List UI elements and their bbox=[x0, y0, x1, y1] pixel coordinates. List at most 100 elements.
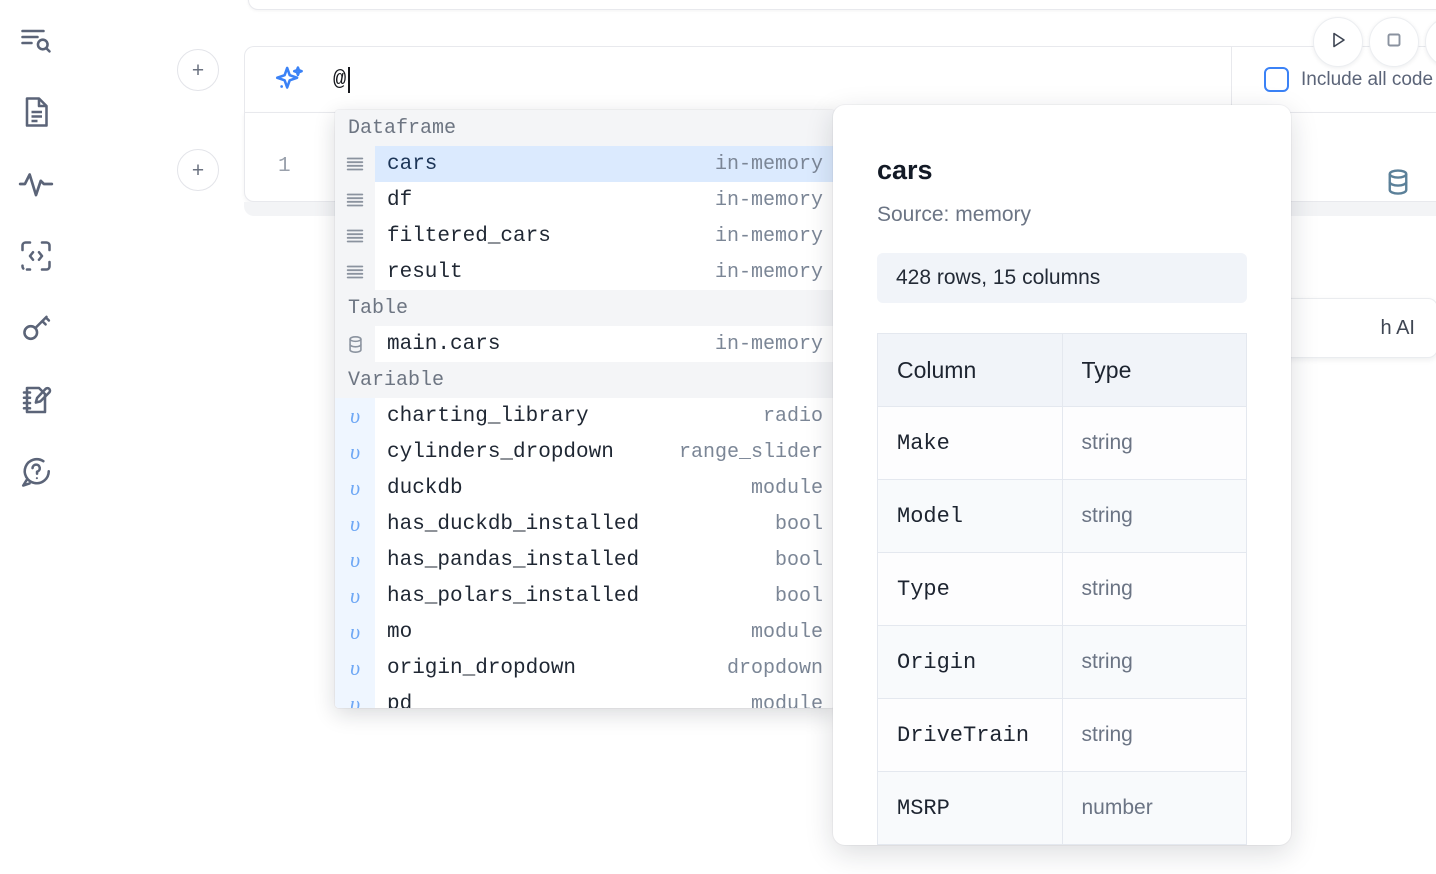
autocomplete-item[interactable]: df in-memory bbox=[335, 182, 835, 218]
autocomplete-item-gutter: υ bbox=[335, 650, 375, 686]
autocomplete-item-kind: module bbox=[750, 692, 823, 709]
table-cell-type: string bbox=[1061, 552, 1247, 626]
scratchpad-edit-icon bbox=[18, 382, 54, 418]
autocomplete-item[interactable]: υ pd module bbox=[335, 686, 835, 708]
plus-icon: + bbox=[191, 158, 205, 182]
outline-search-icon bbox=[18, 22, 54, 58]
autocomplete-item-name: pd bbox=[387, 692, 413, 709]
autocomplete-item-kind: range_slider bbox=[678, 440, 823, 464]
autocomplete-item[interactable]: filtered_cars in-memory bbox=[335, 218, 835, 254]
sidebar-item-files[interactable] bbox=[12, 88, 60, 136]
table-cell-column: DriveTrain bbox=[877, 698, 1063, 772]
table-cell-column: Make bbox=[877, 406, 1063, 480]
sidebar-item-secrets[interactable] bbox=[12, 304, 60, 352]
autocomplete-item-gutter: υ bbox=[335, 578, 375, 614]
sidebar bbox=[0, 0, 72, 874]
stop-button[interactable] bbox=[1369, 17, 1419, 67]
ai-prompt-input[interactable]: @ bbox=[333, 47, 1231, 112]
code-snippet-icon bbox=[18, 238, 54, 274]
add-cell-button-below[interactable]: + bbox=[177, 149, 219, 191]
sidebar-item-dependency-graph[interactable] bbox=[12, 160, 60, 208]
doc-source: Source: memory bbox=[877, 203, 1032, 226]
table-cell-column: Model bbox=[877, 479, 1063, 553]
autocomplete-item-gutter: υ bbox=[335, 398, 375, 434]
autocomplete-item[interactable]: υ charting_library radio bbox=[335, 398, 835, 434]
file-text-icon bbox=[18, 94, 54, 130]
autocomplete-item-name: mo bbox=[387, 620, 413, 644]
autocomplete-item[interactable]: main.cars in-memory bbox=[335, 326, 835, 362]
autocomplete-item-kind: bool bbox=[774, 512, 823, 536]
autocomplete-item-name: main.cars bbox=[387, 332, 501, 356]
autocomplete-item[interactable]: cars in-memory bbox=[335, 146, 835, 182]
autocomplete-item-gutter: υ bbox=[335, 614, 375, 650]
doc-stat-badge: 428 rows, 15 columns bbox=[877, 253, 1247, 303]
sidebar-item-snippets[interactable] bbox=[12, 232, 60, 280]
variable-icon: υ bbox=[349, 583, 361, 608]
table-cell-type: number bbox=[1061, 771, 1247, 845]
autocomplete-item-kind: in-memory bbox=[714, 152, 823, 176]
autocomplete-item-kind: radio bbox=[762, 404, 823, 428]
autocomplete-item-name: cars bbox=[387, 152, 438, 176]
variable-icon: υ bbox=[349, 619, 361, 644]
previous-cell-card bbox=[248, 0, 1436, 10]
autocomplete-item-kind: module bbox=[750, 476, 823, 500]
variable-icon: υ bbox=[349, 403, 361, 428]
variable-icon: υ bbox=[349, 439, 361, 464]
variable-icon: υ bbox=[349, 511, 361, 536]
autocomplete-item-kind: bool bbox=[774, 548, 823, 572]
table-cell-type: string bbox=[1061, 625, 1247, 699]
autocomplete-item-gutter bbox=[335, 182, 375, 218]
text-caret bbox=[347, 66, 350, 93]
sidebar-item-help[interactable] bbox=[12, 448, 60, 496]
autocomplete-item-gutter bbox=[335, 326, 375, 362]
documentation-popover: cars Source: memory 428 rows, 15 columns… bbox=[833, 105, 1291, 845]
sidebar-item-scratchpad[interactable] bbox=[12, 376, 60, 424]
autocomplete-item-kind: bool bbox=[774, 584, 823, 608]
code-cell-tools: M bbox=[1383, 167, 1436, 197]
sidebar-item-outline[interactable] bbox=[12, 16, 60, 64]
table-cell-column: MSRP bbox=[877, 771, 1063, 845]
autocomplete-item-gutter: υ bbox=[335, 686, 375, 708]
autocomplete-item-name: result bbox=[387, 260, 463, 284]
autocomplete-item-kind: in-memory bbox=[714, 332, 823, 356]
table-column-header: Type bbox=[1061, 333, 1247, 407]
play-icon bbox=[1326, 28, 1350, 57]
variable-icon: υ bbox=[349, 691, 361, 708]
rows-icon bbox=[344, 225, 366, 247]
autocomplete-item-name: origin_dropdown bbox=[387, 656, 577, 680]
database-icon[interactable] bbox=[1383, 167, 1413, 197]
autocomplete-group-header: Variable bbox=[335, 362, 835, 398]
rows-icon bbox=[344, 189, 366, 211]
autocomplete-item-name: df bbox=[387, 188, 413, 212]
run-button[interactable] bbox=[1313, 17, 1363, 67]
autocomplete-item-name: filtered_cars bbox=[387, 224, 551, 248]
autocomplete-group-header: Table bbox=[335, 290, 835, 326]
table-cell-type: string bbox=[1061, 698, 1247, 772]
autocomplete-item-name: charting_library bbox=[387, 404, 589, 428]
autocomplete-item-gutter: υ bbox=[335, 542, 375, 578]
autocomplete-item-kind: in-memory bbox=[714, 224, 823, 248]
include-all-code-checkbox[interactable] bbox=[1264, 67, 1289, 92]
activity-icon bbox=[17, 165, 55, 203]
database-icon bbox=[345, 334, 366, 355]
autocomplete-item-kind: in-memory bbox=[714, 188, 823, 212]
add-cell-button-above[interactable]: + bbox=[177, 49, 219, 91]
table-cell-type: string bbox=[1061, 406, 1247, 480]
autocomplete-item-gutter bbox=[335, 218, 375, 254]
autocomplete-item-gutter: υ bbox=[335, 506, 375, 542]
